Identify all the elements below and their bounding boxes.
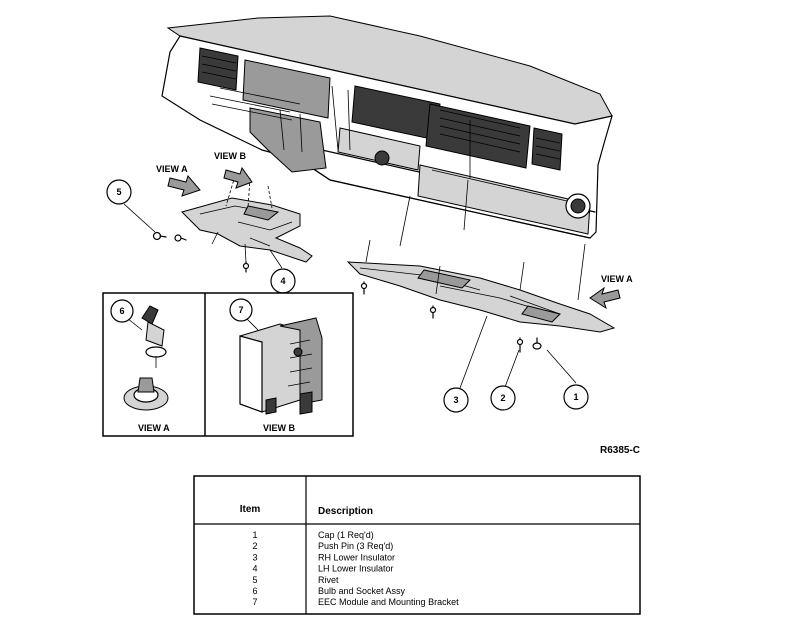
- table-header-item: Item: [240, 504, 261, 515]
- push-pin-icon: [242, 261, 250, 273]
- callout-item-5: 5: [106, 179, 156, 233]
- push-pin-icon: [429, 305, 437, 319]
- table-cell-item: 1: [252, 530, 257, 540]
- table-cell-item: 4: [252, 564, 257, 574]
- table-row: 2 Push Pin (3 Req'd): [252, 541, 393, 551]
- table-row: 7 EEC Module and Mounting Bracket: [252, 597, 459, 607]
- push-pin-icon: [516, 337, 524, 353]
- callout-number: 4: [280, 276, 285, 286]
- parts-table: Item Description 1 Cap (1 Req'd) 2 Push Pin…: [193, 475, 641, 615]
- fasteners: [152, 231, 542, 353]
- table-header-description: Description: [318, 506, 373, 517]
- table-row: 1 Cap (1 Req'd): [252, 530, 373, 540]
- callout-number: 2: [500, 393, 505, 403]
- table-cell-item: 5: [252, 575, 257, 585]
- bulb-and-socket-illustration: 6: [110, 299, 169, 411]
- table-cell-item: 7: [252, 597, 257, 607]
- table-row: 3 RH Lower Insulator: [252, 552, 395, 562]
- view-a-caption: VIEW A: [138, 423, 170, 433]
- view-a-arrow-left: VIEW A: [156, 164, 201, 197]
- callout-item-1: 1: [546, 349, 589, 410]
- lh-lower-insulator: [181, 197, 313, 263]
- view-a-label: VIEW A: [156, 164, 188, 174]
- callout-number: 6: [119, 306, 124, 316]
- view-b-label: VIEW B: [214, 151, 247, 161]
- callout-item-3: 3: [443, 315, 488, 413]
- push-pin-icon: [174, 234, 187, 242]
- figure-reference: R6385-C: [600, 445, 640, 456]
- rivet-icon: [152, 231, 167, 241]
- table-cell-description: Push Pin (3 Req'd): [318, 541, 393, 551]
- table-cell-description: EEC Module and Mounting Bracket: [318, 597, 459, 607]
- view-a-arrow-right: VIEW A: [589, 274, 633, 310]
- view-b-caption: VIEW B: [263, 423, 296, 433]
- table-rows: 1 Cap (1 Req'd) 2 Push Pin (3 Req'd) 3 RH Low…: [252, 530, 459, 607]
- instrument-panel-illustration: [161, 15, 613, 239]
- table-row: 6 Bulb and Socket Assy: [252, 586, 405, 596]
- view-b-arrow: VIEW B: [214, 151, 253, 189]
- table-cell-description: Cap (1 Req'd): [318, 530, 374, 540]
- table-cell-description: LH Lower Insulator: [318, 564, 394, 574]
- table-cell-description: Bulb and Socket Assy: [318, 586, 406, 596]
- table-row: 4 LH Lower Insulator: [252, 564, 393, 574]
- view-a-right-label: VIEW A: [601, 274, 633, 284]
- table-cell-description: RH Lower Insulator: [318, 552, 395, 562]
- table-cell-description: Rivet: [318, 575, 339, 585]
- eec-module-illustration: 7: [229, 298, 323, 415]
- table-cell-item: 3: [252, 552, 257, 562]
- table-row: 5 Rivet: [252, 575, 339, 585]
- table-cell-item: 2: [252, 541, 257, 551]
- callout-number: 5: [116, 187, 121, 197]
- table-cell-item: 6: [252, 586, 257, 596]
- cap-icon: [532, 337, 542, 350]
- callout-number: 1: [573, 392, 578, 402]
- callout-item-2: 2: [490, 349, 520, 411]
- push-pin-icon: [360, 281, 368, 295]
- callout-number: 3: [453, 395, 458, 405]
- detail-views-panel: 6 VIEW A 7 VIEW B: [102, 292, 354, 437]
- callout-number: 7: [238, 305, 243, 315]
- rh-lower-insulator: [346, 261, 616, 333]
